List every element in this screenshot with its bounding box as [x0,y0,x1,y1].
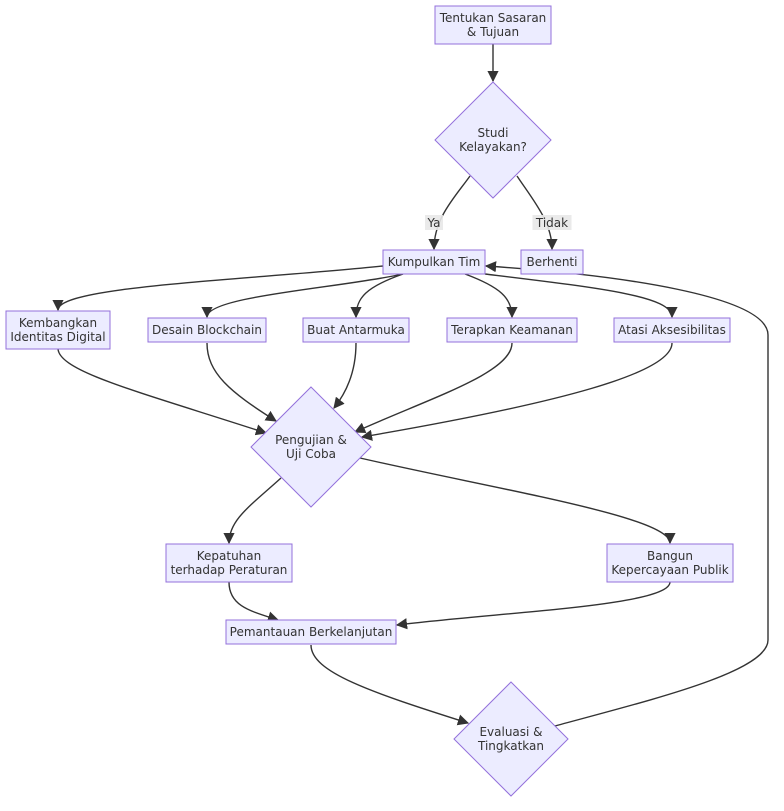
process-box [434,5,552,45]
edge-kumpulkan-to-terapkan [464,273,518,319]
node-label: Kepercayaan Publik [611,563,728,577]
node-kumpulkan: Kumpulkan Tim [382,249,486,275]
edge-desain-to-pengujian [206,342,277,422]
process-box [446,317,578,343]
node-label: Tentukan Sasaran [439,11,547,25]
edge-line [353,342,513,433]
node-label: Terapkan Keamanan [450,323,573,337]
edge-atasi-to-pengujian [360,342,673,441]
node-label: Pemantauan Berkelanjutan [230,625,393,639]
node-desain: Desain Blockchain [147,317,267,343]
edge-bangun-to-pemantauan [395,581,671,630]
edge-kumpulkan-to-atasi [484,273,678,319]
edge-line [516,175,558,251]
edge-line [57,348,268,436]
edges-layer [52,44,769,727]
node-label: Atasi Aksesibilitas [618,323,726,337]
edge-pemantauan-to-evaluasi [310,644,470,726]
node-label: Identitas Digital [10,330,105,344]
edge-line [464,273,518,319]
edge-line [350,273,404,319]
edge-labels-layer: Ya Tidak [425,215,572,230]
edge-terapkan-to-pengujian [353,342,513,433]
nodes-layer: Tentukan Sasaran& TujuanStudiKelayakan?K… [5,5,734,797]
node-label: Uji Coba [286,447,336,461]
decision-diamond [250,386,372,508]
edge-line [333,342,357,409]
process-box [165,543,293,583]
node-label: Kepatuhan [197,549,262,563]
edge-line [484,273,678,319]
edge-kumpulkan-to-buat [350,273,404,319]
edge-line [310,644,470,726]
edge-line [223,477,282,545]
decision-diamond [434,81,552,199]
process-box [520,249,584,275]
edge-buat-to-pengujian [333,342,357,409]
node-label: Evaluasi & [479,725,542,739]
node-label: Kelayakan? [459,140,527,154]
edge-label-background [532,215,572,230]
node-pemantauan: Pemantauan Berkelanjutan [225,619,397,645]
node-tentukan: Tentukan Sasaran& Tujuan [434,5,552,45]
edge-label-text: Tidak [535,216,568,230]
edge-label-studi-to-kumpulkan: Ya [425,215,443,230]
edge-evaluasi-to-kumpulkan [484,261,769,727]
edge-line [484,261,769,727]
edge-kumpulkan-to-kembangkan [52,265,384,312]
edge-kepatuhan-to-pemantauan [228,581,280,623]
node-label: terhadap Peraturan [171,563,288,577]
node-buat: Buat Antarmuka [302,317,410,343]
node-label: Desain Blockchain [152,323,262,337]
node-label: Bangun [647,549,693,563]
node-evaluasi: Evaluasi &Tingkatkan [453,681,569,797]
edge-studi-to-berhenti [516,175,558,251]
decision-diamond [453,681,569,797]
process-box [5,310,111,350]
node-label: Studi [478,126,509,140]
process-box [613,317,731,343]
edge-line [428,175,471,251]
edge-label-text: Ya [426,216,440,230]
edge-studi-to-kumpulkan [428,175,471,251]
node-label: Tingkatkan [477,739,544,753]
node-pengujian: Pengujian &Uji Coba [250,386,372,508]
node-label: Berhenti [527,255,578,269]
edge-line [228,581,280,623]
process-box [606,543,734,583]
edge-line [206,342,277,422]
node-label: Pengujian & [275,433,347,447]
node-label: & Tujuan [467,25,519,39]
edge-kembangkan-to-pengujian [57,348,268,436]
edge-pengujian-to-bangun [359,457,676,545]
edge-label-studi-to-berhenti: Tidak [532,215,572,230]
edge-line [395,581,671,630]
edge-line [359,457,676,545]
edge-kumpulkan-to-desain [201,273,404,319]
edge-line [201,273,404,319]
edge-label-background [425,215,443,230]
edge-pengujian-to-kepatuhan [223,477,282,545]
edge-line [360,342,673,441]
node-terapkan: Terapkan Keamanan [446,317,578,343]
process-box [225,619,397,645]
edge-line [52,265,384,312]
node-label: Buat Antarmuka [307,323,405,337]
node-berhenti: Berhenti [520,249,584,275]
node-label: Kembangkan [19,316,97,330]
process-box [147,317,267,343]
node-label: Kumpulkan Tim [388,255,481,269]
process-box [302,317,410,343]
node-atasi: Atasi Aksesibilitas [613,317,731,343]
process-box [382,249,486,275]
